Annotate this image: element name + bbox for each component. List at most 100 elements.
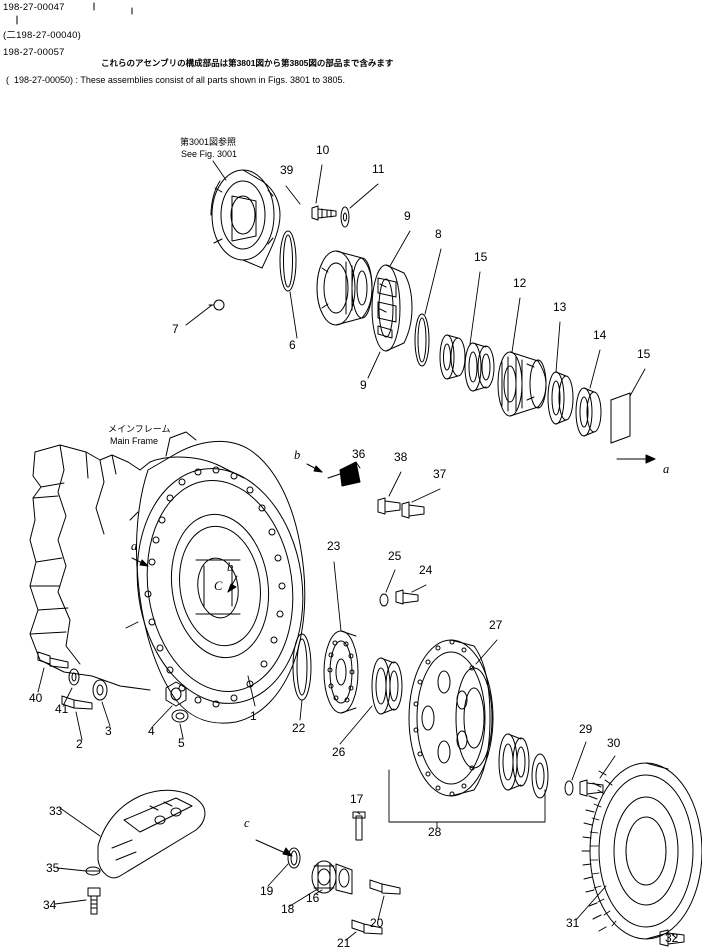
main-frame-label-en: Main Frame: [110, 436, 159, 446]
part-25-washer: [379, 593, 389, 607]
part-31-ring-gear: [581, 762, 702, 940]
callout-33: 33: [49, 804, 63, 818]
callout-27: 27: [489, 618, 503, 632]
callout-3: 3: [105, 724, 112, 738]
part-29-washer: [564, 780, 574, 796]
callout-39: 39: [280, 163, 294, 177]
callout-37: 37: [433, 467, 447, 481]
callout-28: 28: [428, 825, 442, 839]
part-21-bolt: [351, 919, 383, 935]
callout-2: 2: [76, 737, 83, 751]
part-15-seal: [610, 392, 631, 444]
part-34-bolt: [87, 887, 101, 915]
callout-13: 13: [553, 300, 567, 314]
callout-35: 35: [46, 861, 60, 875]
callout-4: 4: [148, 724, 155, 738]
part-9-slotted-ring: [371, 264, 413, 352]
callout-22: 22: [292, 721, 306, 735]
section-mark-c-housing: C: [214, 579, 223, 593]
callout-9-upper: 9: [404, 209, 411, 223]
callout-15-b: 15: [637, 347, 651, 361]
part-37-bolt: [401, 501, 425, 519]
callout-11: 11: [372, 162, 385, 176]
section-arrows-housing: [131, 463, 323, 593]
callout-18: 18: [281, 902, 295, 916]
part-4-nut: [165, 681, 187, 707]
part-27-hub-carrier: [408, 639, 494, 797]
part-41-washer: [68, 668, 80, 686]
part-23-ring: [323, 630, 359, 714]
part-39-housing: [210, 169, 281, 269]
part-2-bolt: [61, 695, 93, 710]
part-3-washer: [92, 679, 108, 701]
section-mark-a-left: a: [131, 539, 138, 553]
part-7-plug: [208, 299, 225, 311]
callout-21: 21: [337, 936, 351, 950]
part-20-bolt: [369, 879, 401, 895]
see-fig-label-en: See Fig. 3001: [181, 149, 238, 159]
callout-25: 25: [388, 549, 402, 563]
callout-14: 14: [593, 328, 607, 342]
section-mark-c-bottom: c: [244, 816, 250, 830]
callout-24: 24: [419, 563, 433, 577]
callout-34: 34: [43, 898, 57, 912]
callout-20: 20: [370, 916, 384, 930]
part-8-oring: [414, 313, 430, 367]
callout-36: 36: [352, 447, 366, 461]
main-frame-label-jp: メインフレーム: [108, 424, 171, 434]
part-10-bolt: [311, 205, 337, 221]
callout-32: 32: [665, 931, 679, 945]
callout-26: 26: [332, 745, 346, 759]
callout-19: 19: [260, 884, 274, 898]
callout-17: 17: [350, 792, 364, 806]
part-15-bearing-a: [439, 334, 466, 380]
part-30-bolt: [579, 779, 604, 797]
part-15-bearing-b: [464, 342, 495, 392]
part-28-bearings: [498, 733, 549, 799]
callout-29: 29: [579, 722, 593, 736]
part-17-pin: [352, 811, 366, 841]
part-1-main-frame: [29, 431, 306, 724]
section-arrow-c: [255, 839, 293, 857]
section-mark-b-top: b: [294, 448, 301, 462]
part-number-1: 198-27-00047: [3, 2, 65, 13]
part-33-cover: [97, 789, 206, 879]
callout-38: 38: [394, 450, 408, 464]
part-number-3: 198-27-00057: [3, 47, 65, 58]
callout-7: 7: [172, 322, 179, 336]
part-26-bearing: [371, 657, 403, 715]
part-24-bolt: [395, 589, 419, 605]
part-12-gear: [497, 351, 547, 417]
part-14-bearing: [575, 387, 602, 437]
see-fig-label-jp: 第3001図参照: [180, 137, 237, 147]
part-13-spacer: [547, 371, 574, 425]
section-mark-a-right: a: [663, 462, 670, 476]
callout-1: 1: [250, 709, 257, 723]
assembly-note-en: ( 198-27-00050) : These assemblies consi…: [6, 75, 346, 85]
callout-15-a: 15: [474, 250, 488, 264]
callout-6: 6: [289, 338, 296, 352]
section-arrow-a-top: [616, 454, 656, 464]
part-32-bolt: [659, 929, 685, 947]
callout-8: 8: [435, 227, 442, 241]
assembly-note-jp: これらのアセンブリの構成部品は第3801図から第3805図の部品まで含みます: [101, 58, 394, 68]
part-40-bolt: [37, 651, 69, 669]
part-11-washer: [340, 206, 350, 228]
part-6-oring: [279, 230, 297, 292]
part-36-wedge: [327, 461, 361, 487]
part-19-oring: [287, 847, 301, 869]
part-38-bolt: [377, 497, 401, 515]
callout-12: 12: [513, 276, 527, 290]
part-16-cover: [335, 863, 353, 895]
callout-31: 31: [566, 916, 580, 930]
part-9-carrier: [316, 250, 373, 326]
part-5-washer: [171, 709, 189, 723]
callout-5: 5: [178, 736, 185, 750]
callout-10: 10: [316, 143, 330, 157]
part-number-2: (二198-27-00040): [3, 30, 81, 41]
callout-9-lower: 9: [360, 378, 367, 392]
callout-16: 16: [306, 891, 320, 905]
callout-41: 41: [55, 702, 69, 716]
